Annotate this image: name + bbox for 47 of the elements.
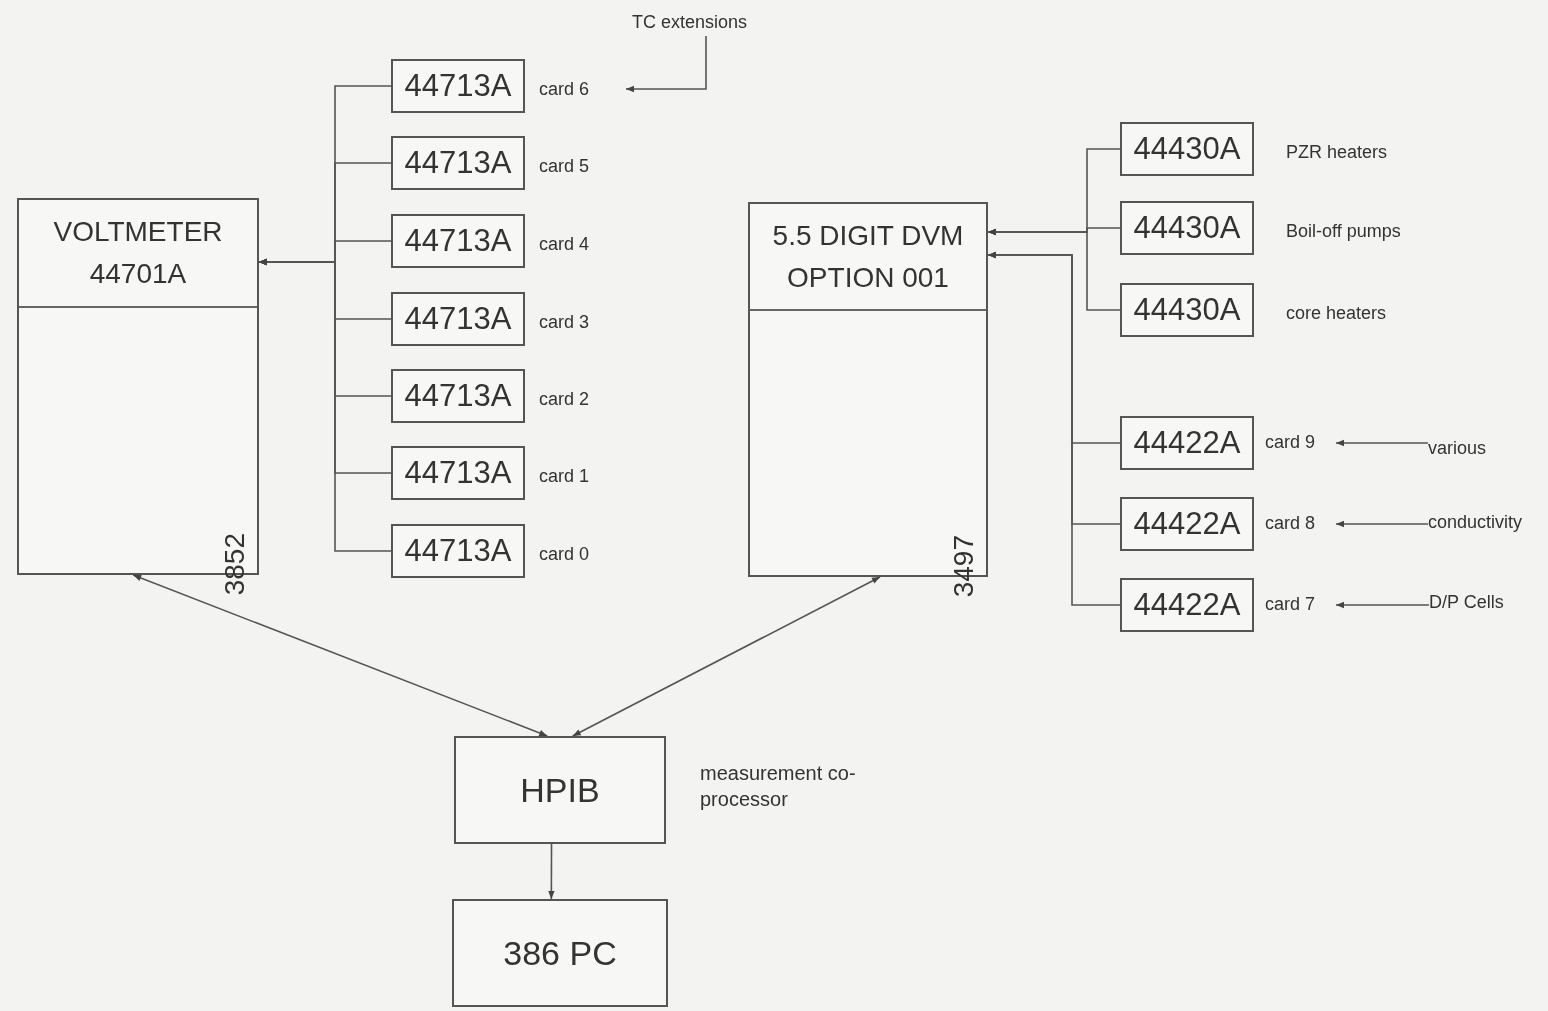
instrument-title: VOLTMETER 44701A xyxy=(52,215,224,291)
side-label: card 2 xyxy=(539,388,590,411)
connector-arrow xyxy=(571,576,881,737)
connector-arrow xyxy=(258,258,392,552)
side-label: card 4 xyxy=(539,233,590,256)
card-box: 44713A xyxy=(391,136,525,190)
signal-label: conductivity xyxy=(1428,512,1523,534)
process-box: 386 PC xyxy=(452,899,668,1007)
card-box: 44713A xyxy=(391,59,525,113)
card-box: 44430A xyxy=(1120,201,1254,255)
side-label: card 9 xyxy=(1265,431,1316,454)
process-box: HPIB xyxy=(454,736,666,844)
side-label: card 3 xyxy=(539,311,590,334)
side-label: PZR heaters xyxy=(1286,141,1388,164)
connector-arrow xyxy=(1335,601,1430,609)
signal-label: various xyxy=(1428,438,1487,460)
card-box: 44713A xyxy=(391,292,525,346)
card-box: 44713A xyxy=(391,214,525,268)
card-box: 44422A xyxy=(1120,416,1254,470)
card-box: 44713A xyxy=(391,524,525,578)
signal-label: D/P Cells xyxy=(1429,592,1504,614)
connector-arrow xyxy=(548,843,555,900)
side-label: card 8 xyxy=(1265,512,1316,535)
connector-arrow xyxy=(1335,439,1429,447)
side-label: card 6 xyxy=(539,78,590,101)
card-box: 44430A xyxy=(1120,283,1254,337)
side-label: core heaters xyxy=(1286,302,1387,325)
side-label: card 1 xyxy=(539,465,590,488)
side-label: card 0 xyxy=(539,543,590,566)
signal-label: TC extensions xyxy=(632,12,748,34)
side-label: Boil-off pumps xyxy=(1286,220,1401,243)
card-box: 44713A xyxy=(391,446,525,500)
side-label: card 5 xyxy=(539,155,590,178)
card-box: 44430A xyxy=(1120,122,1254,176)
connector-arrow xyxy=(1335,520,1429,528)
connector-arrow xyxy=(987,228,1121,311)
side-label: card 7 xyxy=(1265,593,1316,616)
card-box: 44422A xyxy=(1120,578,1254,632)
connector-arrow xyxy=(987,251,1121,606)
card-box: 44713A xyxy=(391,369,525,423)
model-number: 3852 xyxy=(219,533,251,596)
connector-arrow xyxy=(132,574,549,737)
card-box: 44422A xyxy=(1120,497,1254,551)
side-label: measurement co-processor xyxy=(700,761,857,812)
model-number: 3497 xyxy=(948,535,980,598)
connector-arrow xyxy=(625,35,707,93)
instrument-title: 5.5 DIGIT DVM OPTION 001 xyxy=(771,218,965,295)
